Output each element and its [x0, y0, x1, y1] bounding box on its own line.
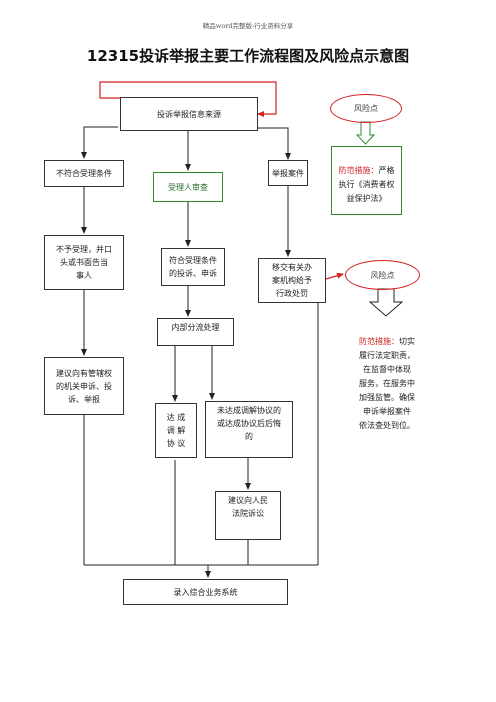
- node-review: 受理人审查: [153, 172, 223, 202]
- node-mediated: 达 成 调 解 协 议: [155, 403, 197, 458]
- arrow-source-to-not-accept: [81, 126, 118, 159]
- red-loop-line: [99, 81, 277, 117]
- risk-point-1: 风险点: [330, 94, 402, 123]
- node-not-mediated: 未达成调解协议的 或达成协议后后悔 的: [205, 401, 293, 458]
- node-record: 录入综合业务系统: [123, 579, 288, 605]
- measure-box-2: 防范措施：切实 履行法定职责， 在监督中体现 服务，在服务中 加强监管。确保 申…: [342, 318, 432, 433]
- node-reject: 不予受理，并口 头或书面告当 事人: [44, 235, 124, 290]
- node-suggest-court: 建议向人民 法院诉讼: [215, 491, 281, 540]
- risk1-down-arrow: [355, 121, 376, 145]
- measure-1-text: 严格 执行《消费者权 益保护法》: [338, 166, 395, 203]
- node-meets: 符合受理条件 的投诉、申诉: [161, 248, 225, 286]
- node-not-accept: 不符合受理条件: [44, 160, 124, 187]
- measure-box-1: 防范措施：严格 执行《消费者权 益保护法》: [331, 146, 402, 215]
- node-internal: 内部分流处理: [157, 318, 234, 346]
- risk-point-2: 风险点: [345, 260, 420, 290]
- measure-2-label: 防范措施：: [359, 337, 399, 346]
- measure-1-label: 防范措施：: [338, 166, 379, 175]
- page-header: 精品word完整版-行业资料分享: [202, 22, 294, 30]
- arrow-transfer-to-risk: [325, 272, 344, 280]
- page-title: 12315投诉举报主要工作流程图及风险点示意图: [86, 47, 410, 65]
- node-report-case: 举报案件: [268, 160, 308, 186]
- measure-2-text: 切实 履行法定职责， 在监督中体现 服务，在服务中 加强监管。确保 申诉举报案件…: [359, 337, 415, 430]
- arrow-source-to-report: [258, 127, 291, 160]
- node-source: 投诉举报信息来源: [120, 97, 258, 131]
- risk2-down-arrow: [368, 288, 404, 317]
- node-transfer: 移交有关办 案机构给予 行政处罚: [258, 258, 326, 303]
- node-suggest-admin: 建议向有管辖权 的机关申诉、投 诉、举报: [44, 357, 124, 415]
